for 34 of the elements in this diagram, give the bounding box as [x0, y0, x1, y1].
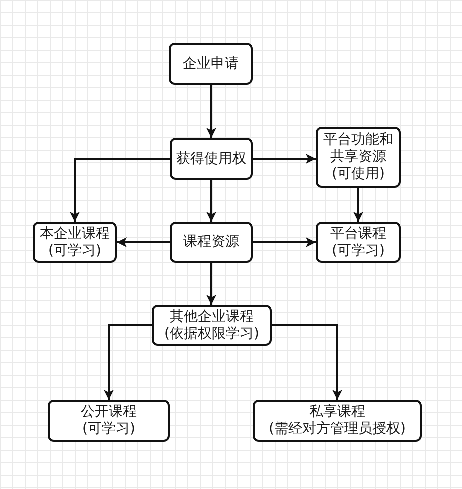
step-label: 平台功能和共享资源: [322, 132, 394, 166]
process-box: [48, 400, 170, 442]
step-label: (依据权限学习): [164, 326, 260, 342]
flow-arrow: [104, 324, 152, 400]
step-label: 其他企业课程: [170, 308, 254, 326]
step-label: 获得使用权: [176, 150, 246, 168]
process-box: [170, 138, 253, 180]
flow-arrow: [70, 158, 170, 222]
process-box: [316, 127, 401, 188]
flow-arrow: [253, 154, 316, 164]
step-label: 平台课程: [330, 226, 386, 242]
process-box: [316, 222, 401, 263]
flow-arrow: [354, 188, 364, 222]
process-box: [33, 222, 117, 263]
step-label: 企业申请: [183, 56, 239, 72]
flow-arrow: [206, 263, 216, 305]
flow-arrow: [206, 85, 216, 138]
flow-arrow: [206, 180, 216, 222]
step-label: (可使用): [332, 166, 385, 183]
process-box: [152, 305, 272, 346]
step-label: 私享课程: [310, 404, 366, 421]
step-label: 课程资源: [184, 234, 240, 251]
process-box: [253, 400, 422, 442]
process-box: [169, 43, 253, 85]
step-label: 公开课程: [81, 404, 137, 421]
step-label: (可学习): [332, 242, 385, 260]
step-label: (可学习): [48, 242, 102, 260]
step-label: (可学习): [82, 421, 136, 438]
step-label: (需经对方管理员授权): [269, 421, 406, 438]
flow-arrow: [253, 238, 316, 248]
flow-arrow: [272, 324, 342, 400]
process-box: [170, 222, 253, 263]
step-label: 本企业课程: [40, 226, 110, 242]
flow-arrow: [117, 238, 170, 248]
